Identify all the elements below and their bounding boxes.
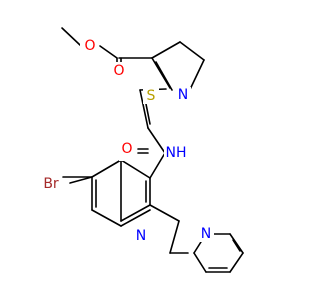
amide-nh-label: NH xyxy=(166,145,187,161)
oxygen-carbonyl-label: O xyxy=(113,63,124,79)
nitrogen-thiazole-label: N xyxy=(178,87,188,103)
molecule-diagram: O O S N NH O Br N N xyxy=(40,27,244,273)
bond xyxy=(91,209,122,227)
bond xyxy=(69,176,93,184)
bond xyxy=(232,239,241,252)
bond xyxy=(120,209,151,227)
oxygen-ester-label: O xyxy=(84,38,95,54)
bond xyxy=(91,159,122,178)
bond xyxy=(139,89,149,129)
bond xyxy=(229,252,244,273)
bond xyxy=(155,61,173,91)
bond xyxy=(151,41,181,59)
nitrogen-pyridine-label: N xyxy=(201,226,211,242)
molecule-svg: O O S N NH O Br N N xyxy=(40,27,244,273)
oxygen-amide-label: O xyxy=(121,141,132,157)
bond xyxy=(147,127,166,154)
bond xyxy=(169,220,180,254)
bond xyxy=(99,45,118,59)
nitrogen-quinoline-label: N xyxy=(136,228,146,244)
sulfur-label: S xyxy=(147,88,156,104)
bond xyxy=(193,252,207,273)
bond xyxy=(120,204,151,222)
bond xyxy=(61,27,81,46)
bond xyxy=(120,159,151,179)
bromine-label: Br xyxy=(43,176,59,192)
bond xyxy=(179,41,205,61)
atom-labels: O O S N NH O Br N N xyxy=(40,38,214,244)
bond xyxy=(229,233,244,254)
bonds xyxy=(61,27,244,273)
bond xyxy=(151,57,171,89)
bond xyxy=(149,204,180,222)
bond xyxy=(149,152,166,179)
